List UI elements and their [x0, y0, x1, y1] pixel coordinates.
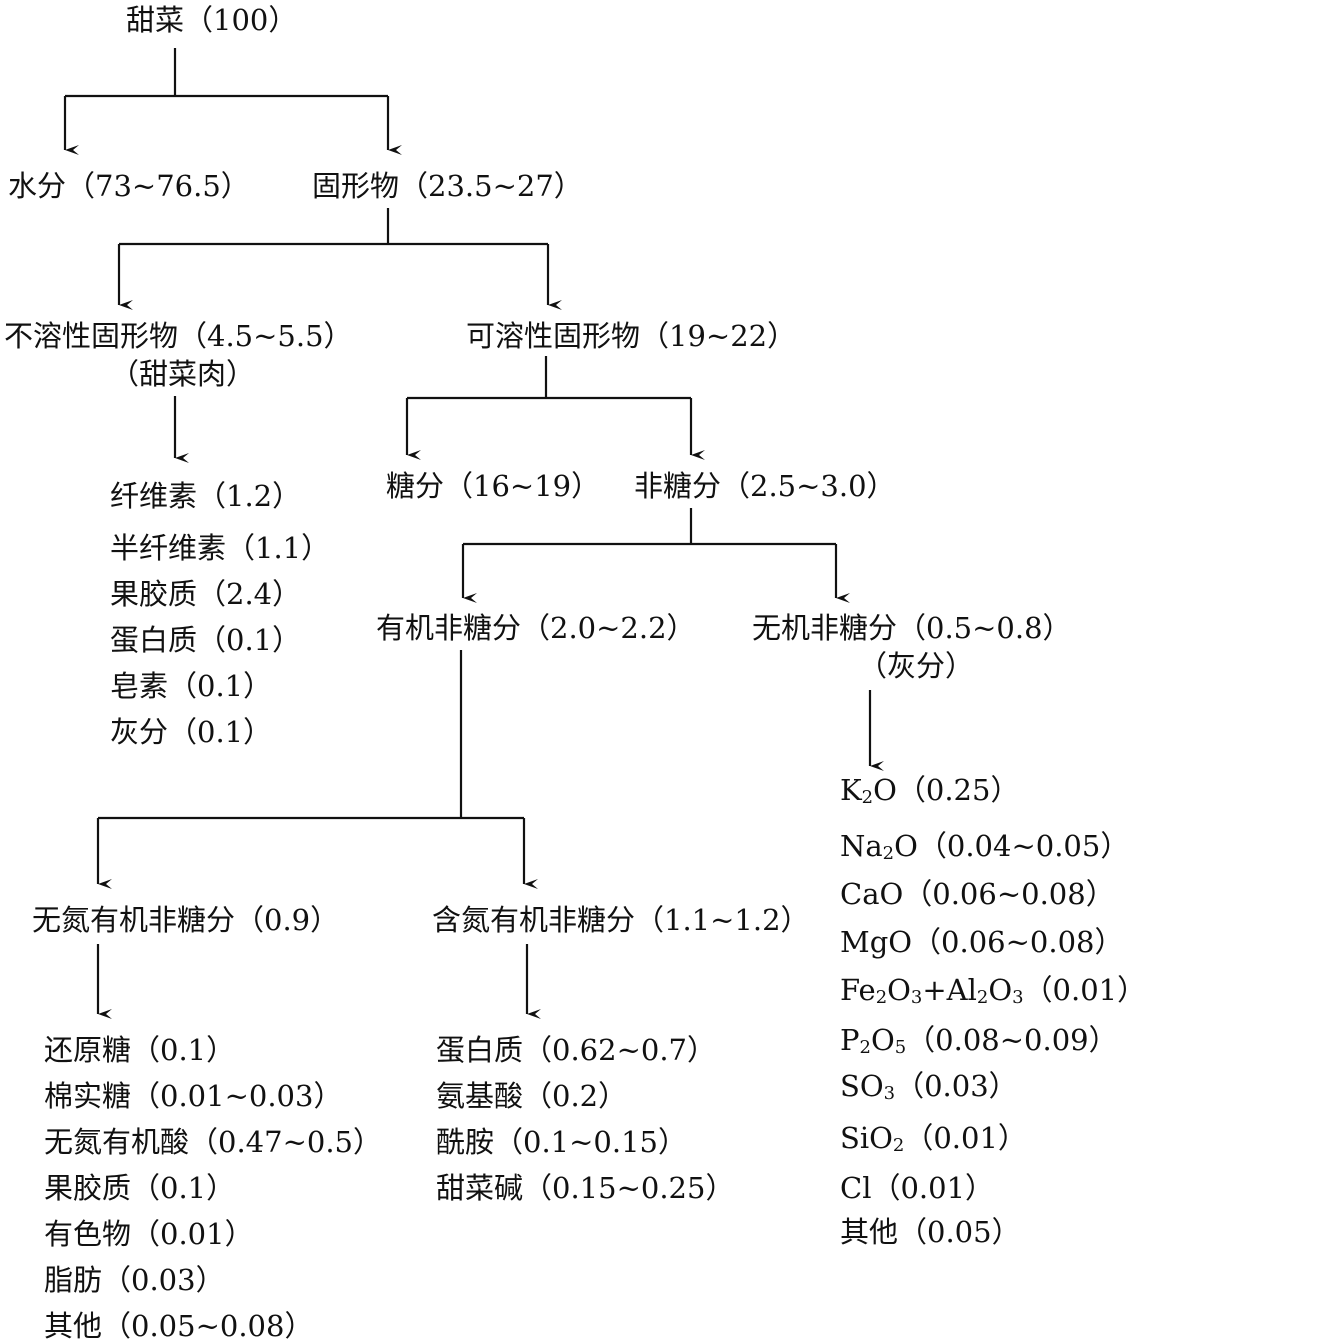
list-item: 甜菜碱（0.15~0.25） — [436, 1171, 735, 1205]
node-beet: 甜菜（100） — [126, 3, 298, 37]
list-item: 灰分（0.1） — [110, 715, 273, 749]
edge-root-split — [65, 48, 388, 98]
list-item: 皂素（0.1） — [110, 669, 273, 703]
node-sugar: 糖分（16~19） — [386, 469, 601, 503]
node-solids: 固形物（23.5~27） — [312, 169, 583, 203]
edge-solids-split — [119, 208, 548, 246]
list-item: 蛋白质（0.1） — [110, 623, 302, 657]
node-inorganic-alias: （灰分） — [858, 649, 975, 683]
edge-organic-split — [98, 650, 524, 820]
list-item: 有色物（0.01） — [44, 1217, 254, 1251]
node-n-free-organic: 无氮有机非糖分（0.9） — [32, 903, 340, 937]
list-item: Na2O（0.04~0.05） — [840, 829, 1130, 865]
list-item: 其他（0.05~0.08） — [44, 1309, 314, 1343]
list-item: P2O5（0.08~0.09） — [840, 1023, 1118, 1059]
list-item: 半纤维素（1.1） — [110, 531, 331, 565]
list-item: 蛋白质（0.62~0.7） — [436, 1033, 716, 1067]
node-insoluble-solids: 不溶性固形物（4.5~5.5） — [4, 319, 353, 353]
list-item: 氨基酸（0.2） — [436, 1079, 628, 1113]
list-item: MgO（0.06~0.08） — [840, 925, 1124, 959]
list-item: CaO（0.06~0.08） — [840, 877, 1115, 911]
list-item: 果胶质（0.1） — [44, 1171, 236, 1205]
node-insoluble-alias: （甜菜肉） — [110, 357, 256, 391]
list-item: 其他（0.05） — [840, 1215, 1021, 1249]
node-inorganic-nonsugar: 无机非糖分（0.5~0.8） — [752, 611, 1072, 645]
list-item: SiO2（0.01） — [840, 1121, 1027, 1157]
node-water: 水分（73~76.5） — [8, 169, 250, 203]
edge-soluble-split — [407, 356, 691, 400]
node-organic-nonsugar: 有机非糖分（2.0~2.2） — [376, 611, 696, 645]
edge-nonsugar-split — [463, 508, 836, 546]
list-item: 脂肪（0.03） — [44, 1263, 225, 1297]
list-item: 酰胺（0.1~0.15） — [436, 1125, 687, 1159]
list-item: 果胶质（2.4） — [110, 577, 302, 611]
list-item: 纤维素（1.2） — [110, 479, 302, 513]
list-item: 棉实糖（0.01~0.03） — [44, 1079, 343, 1113]
list-item: K2O（0.25） — [840, 773, 1020, 809]
list-item: Fe2O3+Al2O3（0.01） — [840, 973, 1147, 1009]
list-item: 还原糖（0.1） — [44, 1033, 236, 1067]
list-item: 无氮有机酸（0.47~0.5） — [44, 1125, 382, 1159]
node-n-containing-organic: 含氮有机非糖分（1.1~1.2） — [432, 903, 810, 937]
list-item: SO3（0.03） — [840, 1069, 1018, 1105]
node-nonsugar: 非糖分（2.5~3.0） — [634, 469, 896, 503]
list-item: Cl（0.01） — [840, 1171, 995, 1205]
node-soluble-solids: 可溶性固形物（19~22） — [466, 319, 797, 353]
